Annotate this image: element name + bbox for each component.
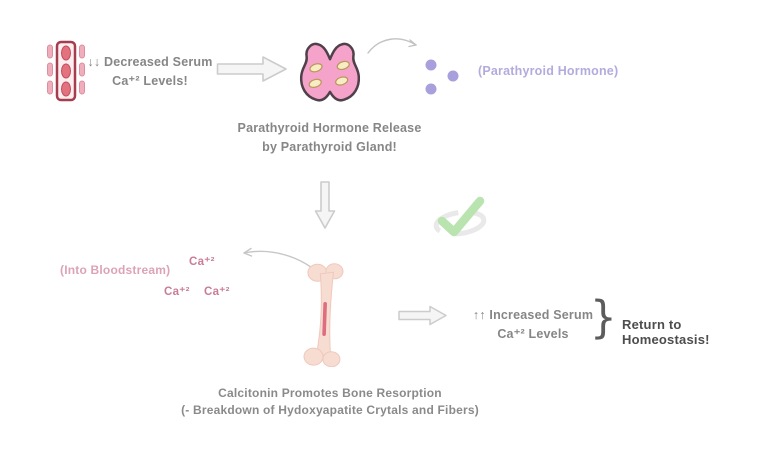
ca-ion-label: Ca⁺² (189, 256, 215, 268)
bone-caption-line1: Calcitonin Promotes Bone Resorption (218, 386, 442, 400)
right-arrow-icon (216, 55, 288, 83)
increased-serum-label: ↑↑ Increased Serum Ca⁺² Levels (468, 306, 598, 344)
gland-caption-line2: by Parathyroid Gland! (262, 140, 397, 154)
parathyroid-gland-icon (295, 38, 365, 110)
bone-icon (302, 262, 348, 367)
homeostasis-label: Return to Homeostasis! (622, 317, 710, 347)
gland-caption-line1: Parathyroid Hormone Release (237, 121, 422, 135)
decreased-serum-label: ↓↓ Decreased Serum Ca⁺² Levels! (80, 53, 220, 91)
increased-serum-line1: ↑↑ Increased Serum (472, 308, 594, 322)
gland-caption: Parathyroid Hormone Release by Parathyro… (227, 119, 432, 157)
bone-caption-line2: (- Breakdown of Hydoxyapatite Crytals an… (181, 403, 479, 417)
decreased-serum-line2: Ca⁺² Levels! (112, 74, 188, 88)
right-arrow-icon (398, 305, 448, 326)
blood-vessel-icon (46, 40, 86, 102)
decreased-serum-line1: ↓↓ Decreased Serum (87, 55, 213, 69)
increased-serum-line2: Ca⁺² Levels (497, 327, 569, 341)
bone-caption: Calcitonin Promotes Bone Resorption (- B… (165, 385, 495, 419)
curved-arrow-icon (366, 33, 422, 57)
curly-brace: } (590, 291, 617, 344)
ca-ion-label: Ca⁺² (204, 286, 230, 298)
ca-ion-label: Ca⁺² (164, 286, 190, 298)
check-recycle-icon (426, 194, 502, 238)
parathyroid-hormone-label: (Parathyroid Hormone) (478, 64, 619, 78)
hormone-dots-icon (420, 55, 465, 97)
down-arrow-icon (314, 181, 336, 231)
into-bloodstream-label: (Into Bloodstream) (60, 263, 171, 277)
